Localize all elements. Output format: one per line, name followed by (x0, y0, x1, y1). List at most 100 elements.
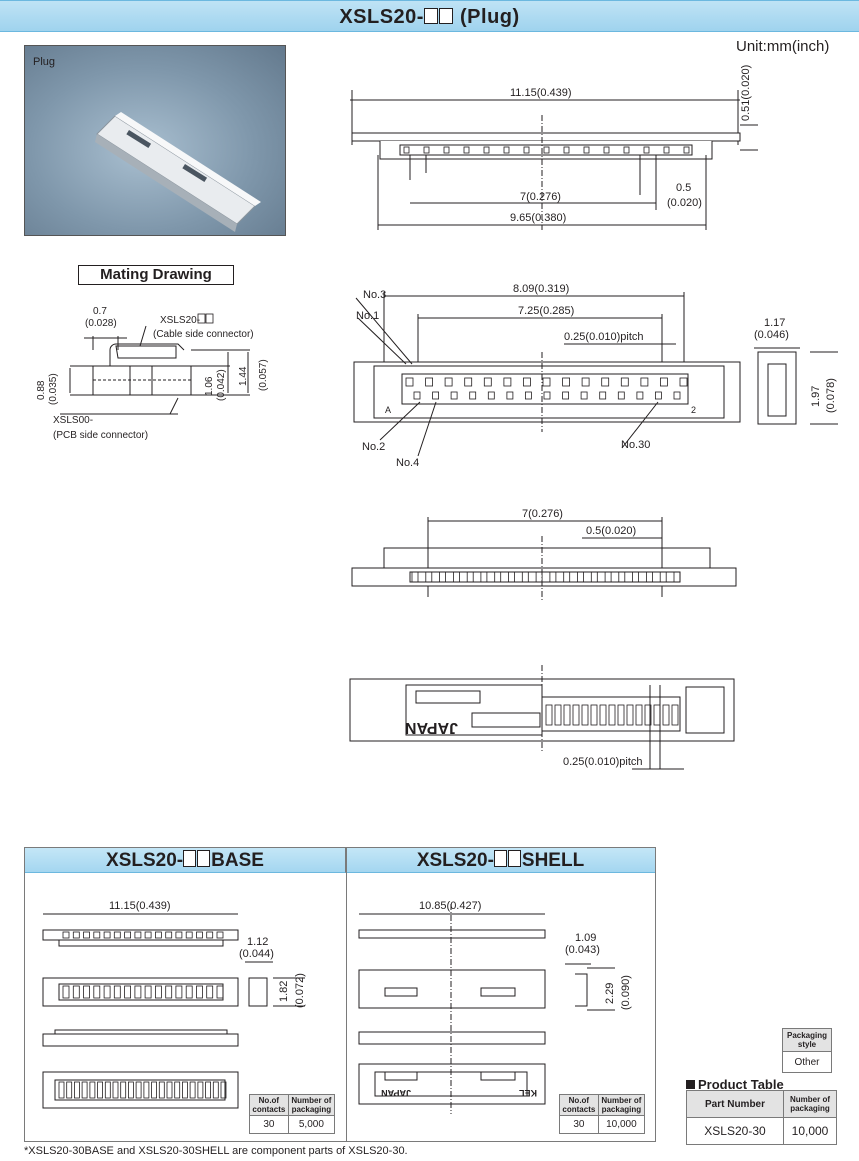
shell-table-header-contacts: No.of contacts (559, 1094, 599, 1116)
top-pin (469, 391, 477, 400)
top-pin (543, 391, 551, 400)
base-pin (216, 931, 224, 939)
product-table-header-part: Part Number (686, 1090, 784, 1118)
shell-table-packaging: 10,000 (597, 1115, 646, 1134)
shell-dim-109-inch: (0.043) (565, 944, 600, 956)
base-pin (124, 985, 131, 999)
shell-drawings: 10.85(0.427) 1.09 (0.043) 2.29 (0.090) J… (358, 900, 632, 1114)
top-dim-197: 1.97 (810, 386, 822, 407)
base-pin (124, 931, 131, 939)
plug-photo-drawing (95, 112, 261, 232)
base-pin (154, 931, 162, 939)
base-pin (103, 985, 111, 999)
top-pin (425, 377, 433, 387)
packaging-style-table: Packaging style Other (782, 1028, 832, 1073)
top-pin (464, 377, 473, 387)
base-pin (104, 1081, 111, 1099)
bottom-pin (572, 704, 580, 726)
base-pin (62, 985, 70, 999)
bottom-pin (599, 704, 607, 726)
shell-kel-stamp: KEL (518, 1088, 537, 1098)
mate-dim-07: 0.7 (93, 306, 107, 317)
pcb-side-desc: (PCB side connector) (53, 430, 148, 441)
base-table-packaging: 5,000 (287, 1115, 336, 1134)
base-pin (220, 1081, 227, 1099)
unit-label: Unit:mm(inch) (736, 38, 830, 55)
front-dim-965: 9.65(0.380) (510, 212, 566, 224)
mate-dim-088-inch: (0.035) (48, 373, 59, 405)
base-pin (175, 931, 183, 939)
front-dim-7: 7(0.276) (520, 191, 561, 203)
base-dim-112: 1.12 (247, 936, 268, 948)
front-dim-051: 0.51(0.020) (740, 65, 752, 121)
base-pin (154, 985, 162, 999)
pcb-part-no: XSLS00- (53, 415, 93, 426)
front2-pin (563, 571, 571, 583)
base-pin (166, 1081, 173, 1099)
base-pin (144, 931, 152, 939)
top-pin (599, 391, 607, 400)
top-pin (562, 377, 571, 387)
base-pin (113, 931, 121, 939)
front2-pin (453, 571, 460, 583)
base-pin (196, 985, 203, 999)
base-pin (189, 1081, 196, 1099)
top-pin (522, 377, 531, 387)
base-pin (128, 1081, 134, 1099)
base-table-contacts: 30 (249, 1115, 289, 1134)
front2-pin (508, 571, 515, 583)
base-shell-panel: XSLS20-BASE XSLS20-SHELL 11.15(0.439) 1.… (24, 847, 656, 1142)
top-pin (620, 377, 629, 387)
base-pin (62, 931, 70, 939)
bottom-pin (581, 704, 589, 726)
front2-pin (673, 571, 681, 583)
base-pin (113, 985, 121, 999)
top-pin (659, 377, 668, 387)
bottom-pin (644, 704, 652, 726)
product-table-part-number: XSLS20-30 (686, 1117, 784, 1145)
front2-pin (535, 571, 543, 583)
front-pin (523, 146, 530, 154)
top-pin (580, 391, 588, 400)
front2-dim-05: 0.5(0.020) (586, 525, 636, 537)
top-dim-117: 1.17 (764, 317, 785, 329)
product-table-header-packaging: Number of packaging (783, 1090, 837, 1118)
base-pin (134, 931, 142, 939)
shell-dim-229: 2.29 (604, 983, 616, 1004)
front-pin (483, 146, 490, 154)
front-pin (503, 146, 510, 154)
mate-dim-106: 1.06 (204, 376, 215, 396)
front-view-2-drawing: 7(0.276) 0.5(0.020) (351, 508, 737, 600)
base-pin (205, 1081, 212, 1099)
top-pin (542, 377, 551, 387)
top-pin (617, 391, 625, 400)
product-table-packaging: 10,000 (783, 1117, 837, 1145)
label-no1: No.1 (356, 310, 379, 322)
mark-a: A (385, 405, 391, 415)
base-dim-112-inch: (0.044) (239, 948, 274, 960)
front-dim-05-inch: (0.020) (667, 197, 702, 209)
top-pin (636, 391, 644, 400)
front2-pin (577, 571, 584, 583)
front2-pin (480, 571, 488, 583)
base-pin (97, 1081, 103, 1099)
top-pin (483, 377, 492, 387)
bottom-view-drawing: JAPAN 0.25(0.010)pitch (349, 665, 735, 770)
front-pin (643, 146, 650, 154)
shell-dim-109: 1.09 (575, 932, 596, 944)
base-pin (181, 1081, 188, 1099)
top-pin (413, 391, 421, 400)
front-pin (463, 146, 470, 154)
base-pin (135, 1081, 142, 1099)
base-pin (197, 1081, 204, 1099)
front-pin (443, 146, 450, 154)
shell-table-header-packaging: Number of packaging (597, 1094, 646, 1116)
bottom-pin (554, 704, 562, 726)
top-pin (524, 391, 532, 400)
base-dim-182-inch: (0.072) (294, 973, 306, 1008)
base-pin (212, 1081, 219, 1099)
base-pin (185, 931, 193, 939)
base-pin (74, 1081, 80, 1099)
bottom-pin (653, 704, 661, 726)
bottom-pin (617, 704, 625, 726)
